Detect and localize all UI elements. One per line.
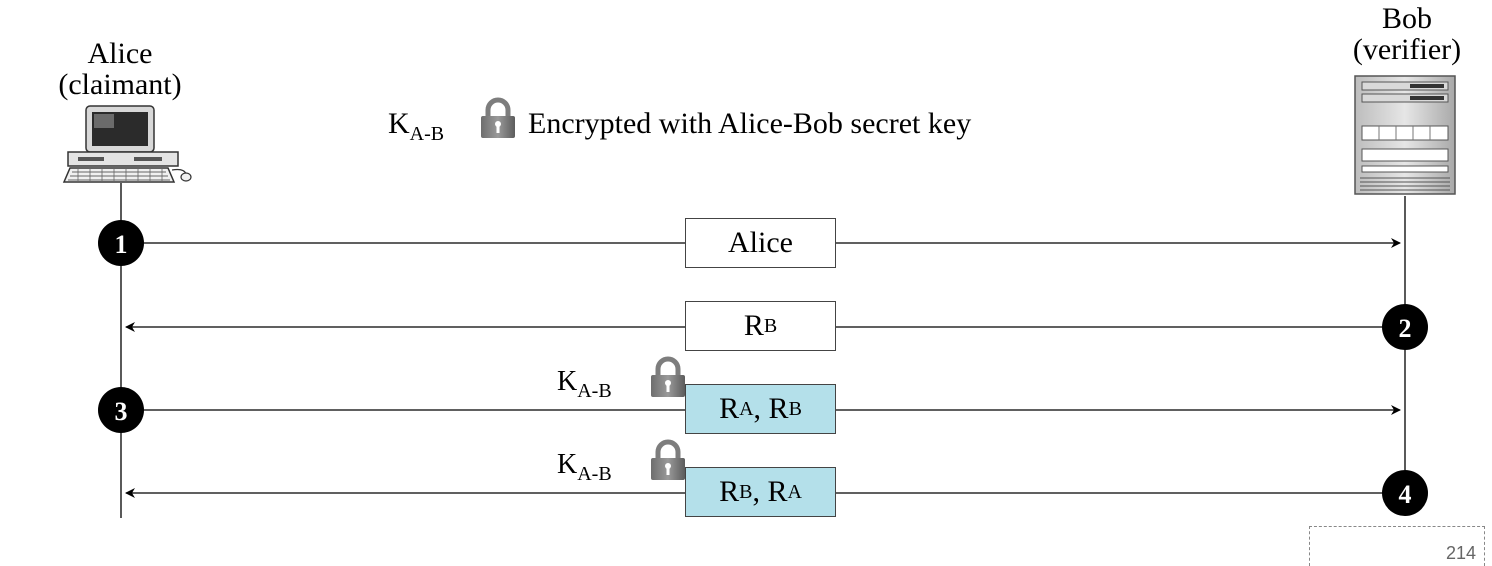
step-marker-4: 4 <box>1382 470 1428 516</box>
lock-icon <box>481 97 515 138</box>
protocol-diagram: 1 2 3 4 <box>62 75 1456 518</box>
key-label-step-3: KA-B <box>557 366 612 402</box>
bob-role: (verifier) <box>1352 33 1462 66</box>
step-marker-2: 2 <box>1382 304 1428 350</box>
lock-icon <box>651 439 685 480</box>
svg-text:1: 1 <box>115 230 128 259</box>
alice-role: (claimant) <box>58 68 182 101</box>
legend-key-label: KA-B <box>388 107 445 145</box>
message-step-1: Alice <box>685 218 836 268</box>
step-marker-1: 1 <box>98 220 144 266</box>
alice-label: Alice (claimant) <box>30 38 210 100</box>
legend-text: Encrypted with Alice-Bob secret key <box>528 107 972 140</box>
lock-icon <box>651 356 685 397</box>
svg-text:3: 3 <box>115 397 128 426</box>
page-number-box: 214 <box>1309 526 1485 566</box>
bob-name: Bob <box>1381 2 1432 35</box>
server-icon <box>1354 75 1456 195</box>
key-label-step-4: KA-B <box>557 449 612 485</box>
svg-text:2: 2 <box>1399 314 1412 343</box>
bob-label: Bob (verifier) <box>1322 3 1492 65</box>
alice-name: Alice <box>87 37 153 70</box>
svg-text:4: 4 <box>1399 480 1412 509</box>
computer-icon <box>62 105 192 183</box>
step-marker-3: 3 <box>98 387 144 433</box>
